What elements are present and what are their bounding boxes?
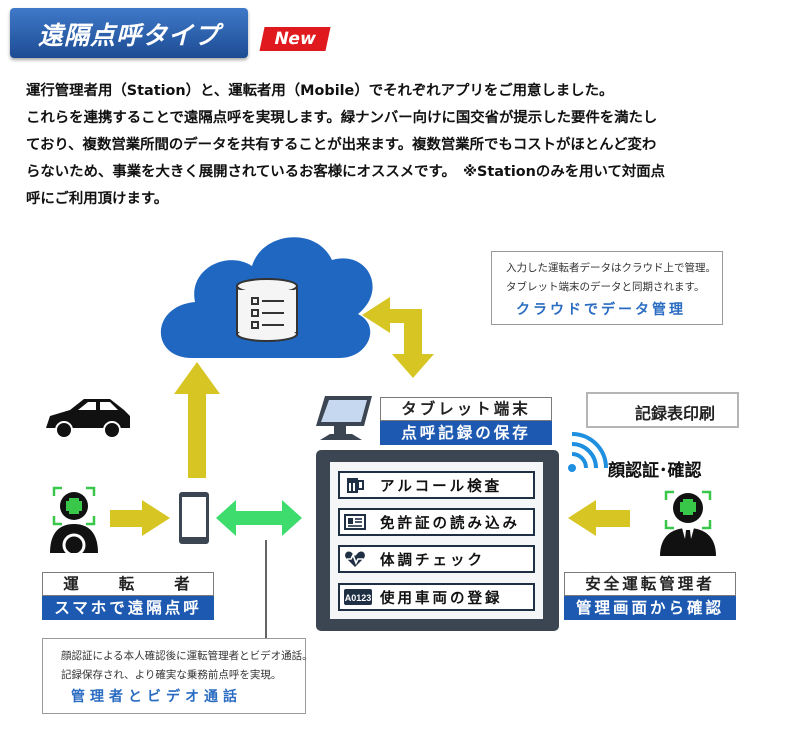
menu-item-health[interactable]: 体調チェック [338, 545, 535, 573]
arrow-phone-device [216, 500, 302, 536]
heart-pulse-icon [345, 551, 365, 567]
station-device: アルコール検査 免許証の読み込み 体調チェック A0123 [316, 450, 559, 631]
menu-item-alcohol[interactable]: アルコール検査 [338, 471, 535, 499]
license-card-icon [344, 514, 366, 530]
arrow-phone-to-cloud [174, 362, 220, 478]
smartphone-icon [179, 492, 209, 544]
page-title: 遠隔点呼タイプ [37, 21, 220, 50]
arrow-manager-to-device [568, 500, 630, 536]
cloud-callout: 入力した運転者データはクラウド上で管理。 タブレット端末のデータと同期されます。… [491, 251, 723, 325]
intro-line: これらを連携することで遠隔点呼を実現します。緑ナンバー向けに国交省が提示した要件… [26, 110, 658, 126]
driver-sublabel: スマホで遠隔点呼 [42, 596, 214, 620]
car-icon [46, 399, 130, 439]
tablet-sublabel: 点呼記録の保存 [380, 421, 552, 445]
menu-item-label: アルコール検査 [380, 479, 503, 495]
intro-text: 運行管理者用（Station）と、運転者用（Mobile）でそれぞれアプリをご用… [26, 78, 756, 213]
database-icon [236, 278, 298, 342]
license-plate-icon: A0123 [344, 589, 372, 605]
driver-avatar [50, 486, 98, 557]
wifi-icon [568, 432, 608, 472]
print-record-label: 記録表印刷 [635, 404, 716, 423]
print-record-button[interactable]: 記録表印刷 [586, 392, 739, 428]
cloud-callout-line1: 入力した運転者データはクラウド上で管理。 [506, 262, 716, 274]
manager-avatar [660, 490, 716, 556]
video-callout-highlight: 管理者とビデオ通話 [71, 689, 242, 705]
video-call-callout: 顔認証による本人確認後に運転管理者とビデオ通話。 記録保存され、より確実な乗務前… [42, 638, 313, 714]
face-auth-label: 顔認証･確認 [608, 461, 702, 481]
arrow-cloud-tablet [362, 297, 434, 378]
manager-sublabel: 管理画面から確認 [564, 596, 736, 620]
video-callout-line2: 記録保存され、より確実な乗務前点呼を実現。 [61, 669, 282, 681]
menu-item-label: 使用車両の登録 [380, 591, 503, 607]
beer-icon [347, 478, 364, 493]
cloud-callout-line2: タブレット端末のデータと同期されます。 [506, 281, 705, 293]
intro-line: ており、複数営業所間のデータを共有することが出来ます。複数営業所でもコストがほと… [26, 137, 657, 153]
tablet-icon [316, 396, 372, 440]
intro-line: 運行管理者用（Station）と、運転者用（Mobile）でそれぞれアプリをご用… [26, 83, 614, 99]
title-banner: 遠隔点呼タイプ [10, 8, 248, 58]
manager-label: 安全運転管理者 [564, 572, 736, 596]
intro-line: らないため、事業を大きく展開されているお客様にオススメです。 ※Stationの… [26, 164, 666, 180]
arrow-driver-to-phone [110, 500, 170, 536]
driver-label: 運 転 者 [42, 572, 214, 596]
menu-item-label: 体調チェック [380, 553, 485, 569]
tablet-label: タブレット端末 [380, 397, 552, 421]
video-callout-line1: 顔認証による本人確認後に運転管理者とビデオ通話。 [61, 650, 313, 662]
cloud-callout-highlight: クラウドでデータ管理 [516, 302, 686, 318]
menu-item-vehicle[interactable]: A0123 使用車両の登録 [338, 583, 535, 611]
intro-line: 呼にご利用頂けます。 [26, 191, 169, 207]
device-screen: アルコール検査 免許証の読み込み 体調チェック A0123 [330, 462, 543, 619]
menu-item-label: 免許証の読み込み [380, 516, 520, 532]
plate-text: A0123 [345, 593, 372, 603]
menu-item-license[interactable]: 免許証の読み込み [338, 508, 535, 536]
